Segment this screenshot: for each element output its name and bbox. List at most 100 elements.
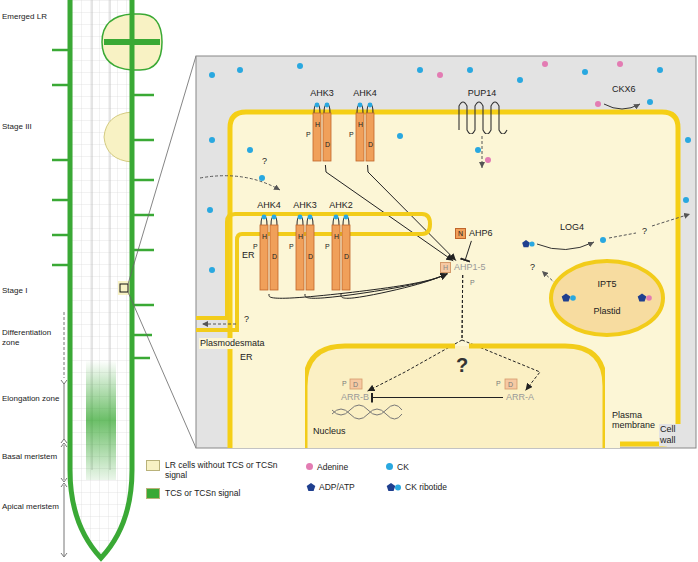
legend-symbol — [386, 482, 402, 492]
residue-letter: D — [308, 252, 313, 261]
legend-entry: TCS or TCSn signal — [146, 488, 282, 499]
node-label: AHK3 — [305, 88, 339, 99]
illustration-part — [259, 175, 265, 181]
illustration-part — [132, 214, 154, 217]
illustration-part — [52, 264, 70, 267]
residue-letter: D — [272, 252, 277, 261]
residue-letter: H — [262, 232, 267, 241]
residue-letter: P — [342, 379, 347, 388]
illustration-part — [86, 360, 116, 480]
node-label: IPT5 — [597, 279, 616, 290]
legend-swatch — [146, 460, 160, 471]
illustration-part — [132, 334, 152, 337]
cytoplasm — [230, 112, 678, 448]
legend-text: ADP/ATP — [319, 482, 355, 492]
part-label: ? — [244, 314, 249, 324]
illustration-part — [209, 72, 215, 78]
residue-letter: H — [298, 232, 303, 241]
zone-label: Basal meristem — [2, 452, 60, 462]
illustration-part — [542, 61, 548, 67]
node-label: AHP6 — [469, 228, 493, 239]
illustration-part — [437, 72, 443, 78]
illustration-part — [475, 147, 481, 153]
illustration-part — [417, 67, 423, 73]
node-label: PUP14 — [455, 88, 509, 99]
transport-arrow — [482, 136, 483, 168]
illustration-part — [522, 240, 530, 247]
legend-text: CK ribotide — [405, 482, 447, 492]
residue-letter: D — [325, 140, 330, 149]
response-regulator: ARR-B — [340, 392, 370, 403]
illustration-part — [52, 199, 70, 202]
part-label: Plasmodesmata — [199, 338, 266, 349]
illustration-part — [196, 305, 237, 330]
illustration-part — [397, 133, 403, 139]
plastid: IPT5Plastid — [548, 258, 666, 338]
illustration-part — [297, 63, 303, 69]
legend-entry: LR cells without TCS or TCSn signal — [146, 460, 282, 480]
residue-letter: P — [470, 278, 475, 287]
illustration-part — [647, 99, 653, 105]
residue-letter: P — [325, 242, 330, 251]
legend-entry: Adenine — [306, 462, 348, 472]
transport-arrow — [202, 324, 236, 325]
illustration-part — [132, 249, 154, 252]
receptor-shape — [252, 212, 286, 292]
node-label: Nucleus — [313, 426, 346, 437]
illustration-part — [685, 137, 691, 143]
illustration-part — [332, 409, 402, 419]
residue-letter: D — [508, 380, 513, 389]
zone-brackets — [61, 312, 67, 557]
residue-letter: H — [334, 232, 339, 241]
illustration-part — [617, 61, 623, 67]
zone-label: Apical meristem — [2, 502, 60, 512]
node-label: Plastid — [593, 306, 620, 317]
receptor-shape — [324, 212, 358, 292]
part-label: ER — [240, 352, 253, 362]
illustration-part — [104, 112, 132, 162]
plastid-shape — [548, 258, 666, 338]
illustration-part — [120, 284, 128, 292]
illustration-part — [52, 234, 70, 237]
part-label: ? — [262, 156, 267, 166]
phosphotransfer-protein: HAHP1-5 — [440, 262, 486, 273]
receptor-shape — [288, 212, 322, 292]
illustration-part — [118, 281, 131, 295]
illustration-part — [505, 379, 517, 389]
part-label: ? — [456, 354, 468, 376]
legend-entry: CK ribotide — [386, 482, 447, 492]
node-label: ARR-A — [505, 392, 535, 403]
residue-letter: P — [496, 379, 501, 388]
nucleus-fill — [305, 346, 605, 448]
illustration-part — [467, 67, 473, 73]
receptor: AHK3 — [305, 88, 339, 163]
illustration-part — [237, 67, 243, 73]
illustration-part — [64, 383, 65, 440]
illustration-part — [332, 405, 402, 415]
illustration-part — [128, 56, 196, 284]
node-label: N — [455, 228, 466, 239]
zone-label: Stage I — [2, 286, 60, 296]
legend-text: TCS or TCSn signal — [165, 488, 282, 498]
illustration-part — [64, 445, 65, 480]
illustration-part — [61, 380, 67, 557]
illustration-part — [132, 139, 154, 142]
legend-swatch — [386, 463, 393, 470]
illustration-part — [595, 101, 601, 107]
part-label: ? — [642, 226, 647, 236]
part-label: CKX6 — [612, 84, 636, 94]
zone-label: Emerged LR — [2, 12, 60, 22]
molecules — [207, 61, 691, 273]
plasma-membrane — [230, 112, 678, 448]
legend-text: Adenine — [317, 462, 348, 472]
node-label: AHK4 — [348, 88, 382, 99]
residue-letter: D — [344, 252, 349, 261]
cell-wall — [196, 56, 696, 448]
residue-letter: P — [289, 242, 294, 251]
phosphorelay-arrow — [341, 274, 447, 299]
illustration-part — [582, 69, 588, 75]
illustration-part — [132, 94, 154, 97]
endoplasmic-reticulum: ERAHK4AHK3AHK2 — [222, 200, 432, 310]
illustration-part — [485, 157, 491, 163]
